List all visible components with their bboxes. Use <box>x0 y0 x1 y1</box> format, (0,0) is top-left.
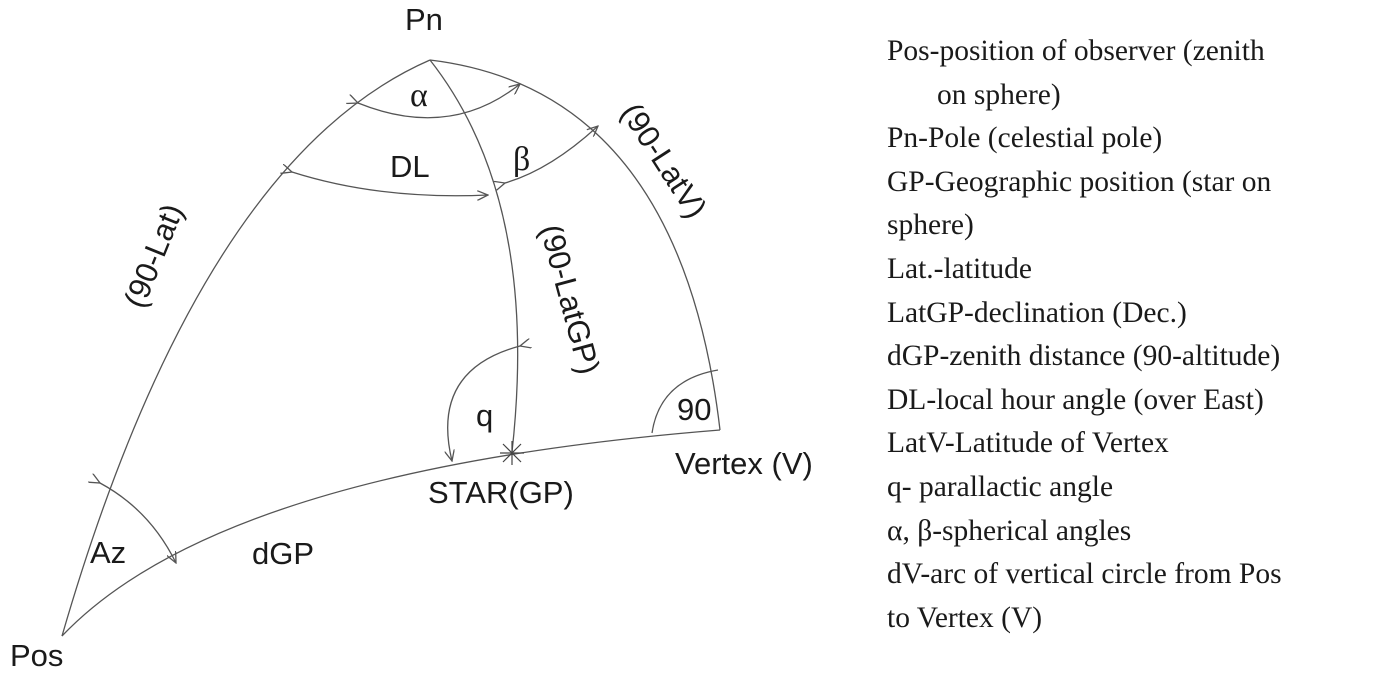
local-hour-angle-arc <box>292 172 488 196</box>
legend-item: on sphere) <box>937 78 1061 111</box>
vertex-right-angle-arc <box>651 369 719 434</box>
legend-item: dGP-zenith distance (90-altitude) <box>887 340 1281 373</box>
alpha-angle-arc <box>358 84 520 119</box>
legend-item: LatGP-declination (Dec.) <box>887 296 1187 329</box>
observer-star-arc-label: dGP <box>252 536 314 571</box>
beta-angle-arc <box>505 126 598 183</box>
legend-item: GP-Geographic position (star on <box>887 165 1272 198</box>
legend: Pos-position of observer (zenith on sphe… <box>887 30 1392 640</box>
legend-item: α, β-spherical angles <box>887 514 1132 547</box>
star-icon <box>500 441 524 465</box>
pole-star-arc-label: (90-LatGP) <box>533 221 606 378</box>
legend-item: q- parallactic angle <box>887 470 1114 503</box>
arc-pole-to-vertex <box>429 59 721 431</box>
local-hour-angle-label: DL <box>390 149 430 184</box>
observer-label: Pos <box>10 638 63 673</box>
pole-vertex-arc-label: (90-LatV) <box>614 97 714 224</box>
arc-observer-to-vertex <box>61 429 721 637</box>
legend-item: Lat.-latitude <box>887 252 1032 285</box>
legend-item: Pos-position of observer (zenith <box>887 35 1265 67</box>
vertex-right-angle-label: 90 <box>677 392 711 427</box>
alpha-label: α <box>410 77 428 114</box>
azimuth-label: Az <box>90 535 126 570</box>
legend-item: to Vertex (V) <box>887 601 1043 634</box>
arc-pole-to-star <box>429 59 519 453</box>
legend-item: Pn-Pole (celestial pole) <box>887 122 1163 155</box>
legend-item: dV-arc of vertical circle from Pos <box>887 558 1282 591</box>
azimuth-angle-arc <box>100 483 176 563</box>
legend-item: DL-local hour angle (over East) <box>887 383 1264 416</box>
legend-item: sphere) <box>887 209 974 242</box>
pole-label: Pn <box>405 2 443 37</box>
star-label: STAR(GP) <box>428 475 574 510</box>
beta-label: β <box>513 141 530 178</box>
legend-item: LatV-Latitude of Vertex <box>887 427 1169 460</box>
pole-observer-arc-label: (90-Lat) <box>117 199 190 313</box>
parallactic-angle-label: q <box>476 398 493 433</box>
spherical-triangle-diagram: Pn Pos STAR(GP) Vertex (V) (90-Lat) (90-… <box>10 2 813 673</box>
vertex-label: Vertex (V) <box>675 446 813 481</box>
parallactic-angle-arc <box>448 346 520 461</box>
